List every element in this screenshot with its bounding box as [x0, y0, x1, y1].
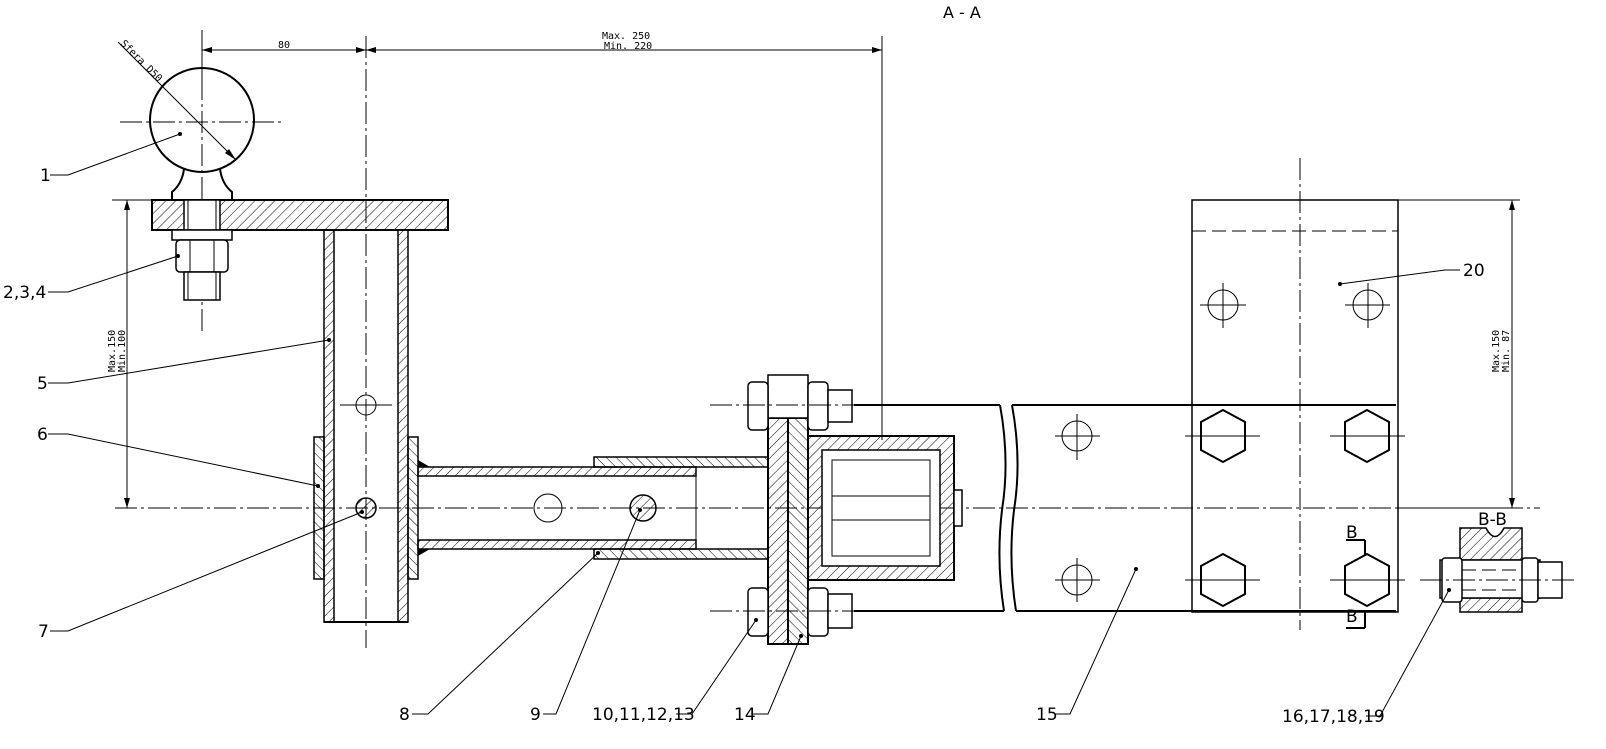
leader-lines: [48, 132, 1460, 717]
rect-tube-section: [807, 435, 963, 581]
section-marker-bottom: B: [1346, 607, 1358, 627]
dim-min87: Min. 87: [1501, 330, 1512, 372]
dim-max150-right: Max.150: [1491, 330, 1502, 372]
label-part-15: 15: [1036, 705, 1058, 725]
section-bb-detail: B-B: [1420, 510, 1575, 613]
label-part-14: 14: [734, 705, 756, 725]
part-labels: 1 2,3,4 5 6 7 8 9 10,11,12,13 14 15 16,1…: [3, 166, 1485, 727]
section-bb-title: B-B: [1478, 510, 1507, 530]
dim-sfera: Sfera D50: [118, 38, 164, 84]
right-vertical-dimension: Max.150 Min. 87: [1398, 199, 1520, 509]
long-plate: [854, 404, 1396, 612]
horizontal-arm: [417, 456, 769, 560]
label-part-10-13: 10,11,12,13: [592, 705, 695, 725]
dim-max250: Max. 250: [602, 31, 650, 42]
label-part-16-19: 16,17,18,19: [1282, 707, 1385, 727]
label-part-20: 20: [1463, 261, 1485, 281]
label-part-1: 1: [40, 166, 51, 186]
plate-20: [1185, 158, 1405, 630]
dim-80: 80: [278, 40, 290, 51]
left-vertical-dimension: Max.150 Min.100: [107, 199, 152, 508]
label-part-9: 9: [530, 705, 541, 725]
section-title: A - A: [943, 3, 981, 22]
label-part-5: 5: [37, 374, 48, 394]
vertical-tube: [313, 36, 419, 648]
dim-max150-left: Max.150: [107, 330, 118, 372]
section-marker-top: B: [1346, 523, 1358, 543]
label-part-6: 6: [37, 425, 48, 445]
section-marker-b: B B: [1346, 523, 1366, 629]
label-part-8: 8: [399, 705, 410, 725]
ball-bolt: [171, 199, 233, 301]
top-dimensions: 80 Max. 250 Min. 220: [201, 30, 883, 440]
label-part-2-3-4: 2,3,4: [3, 283, 46, 303]
dim-min220: Min. 220: [604, 41, 652, 52]
label-part-7: 7: [38, 622, 49, 642]
dim-min100: Min.100: [117, 330, 128, 372]
